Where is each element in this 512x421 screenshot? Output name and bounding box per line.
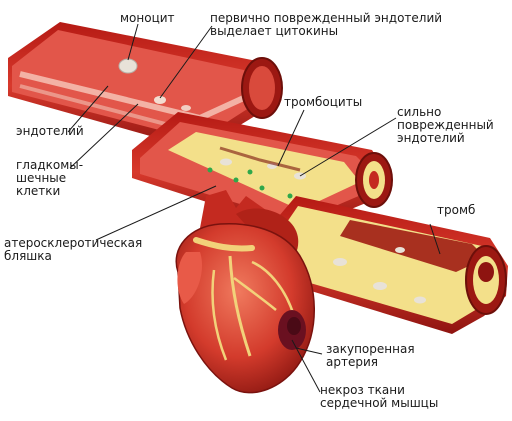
blocked-artery-label: закупоренная артерия	[326, 343, 415, 369]
monocyte-label: моноцит	[120, 12, 175, 25]
endothelium-label: эндотелий	[16, 125, 84, 138]
plaque-label: атеросклеротическая бляшка	[4, 237, 142, 263]
thrombus-label: тромб	[437, 204, 475, 217]
endothelium-damage-label: первично поврежденный эндотелий выделает…	[210, 12, 442, 38]
platelets-label: тромбоциты	[284, 96, 362, 109]
necrosis-label: некроз ткани сердечной мышцы	[320, 384, 438, 410]
smooth-muscle-label: гладкомы- шечные клетки	[16, 159, 83, 198]
severe-damage-label: сильно поврежденный эндотелий	[397, 106, 494, 145]
monocyte-cell	[119, 59, 137, 73]
